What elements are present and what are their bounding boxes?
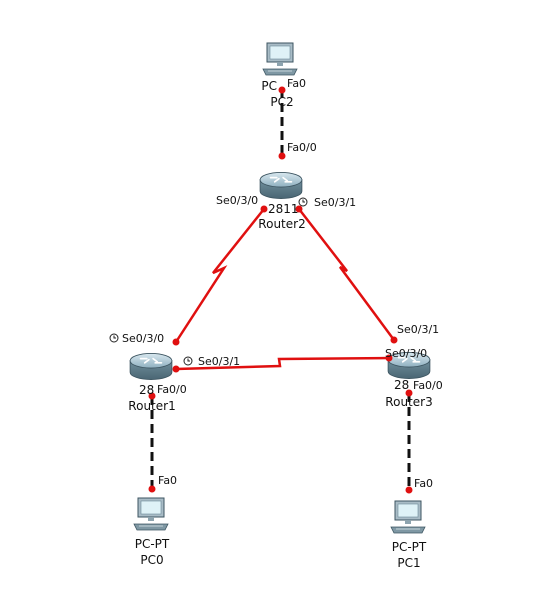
port-dot [278,86,286,94]
port-label: Se0/3/0 [385,347,427,360]
link-router2-router3[interactable] [298,208,396,341]
link-router2-router1[interactable] [174,208,265,343]
clock-icon [298,197,308,207]
port-label: Fa0 [287,77,306,90]
ethernet-links [150,89,411,490]
port-label: Fa0/0 [413,379,443,392]
device-router1[interactable] [129,352,173,381]
port-label: Se0/3/1 [397,323,439,336]
device-name-label: PC2 [270,95,293,109]
port-dot [405,389,413,397]
router-icon [129,352,173,381]
device-model-label: 28 [394,378,409,392]
serial-links [174,208,396,371]
port-dot [278,152,286,160]
device-model-label: PC [261,79,277,93]
port-dot [148,485,156,493]
device-model-label: 2811 [268,202,299,216]
port-label: Fa0/0 [287,141,317,154]
device-router2[interactable] [259,171,303,200]
port-dot [148,392,156,400]
device-name-label: Router2 [258,217,305,231]
port-dot [172,365,180,373]
device-name-label: Router1 [128,399,175,413]
clock-icons [109,197,308,366]
device-pc0[interactable] [133,497,169,531]
port-label: Se0/3/1 [314,196,356,209]
port-dot [385,354,393,362]
port-dot [260,205,268,213]
pc-icon [133,497,169,531]
port-dots [148,86,413,494]
port-labels: Fa0 Fa0/0 Se0/3/0 Se0/3/1 Se0/3/0 Se0/3/… [122,77,443,490]
pc-icon [390,500,426,534]
clock-icon [109,333,119,343]
router-icon [259,171,303,200]
port-label: Se0/3/1 [198,355,240,368]
device-labels: PC PC2 2811 Router2 28 Router1 28 Router… [128,79,432,570]
port-label: Fa0 [414,477,433,490]
port-dot [172,338,180,346]
clock-icon [183,356,193,366]
device-name-label: PC0 [140,553,163,567]
port-dot [390,336,398,344]
device-model-label: 28 [139,383,154,397]
port-dot [405,486,413,494]
port-label: Se0/3/0 [122,332,164,345]
device-model-label: PC-PT [135,537,170,551]
port-label: Se0/3/0 [216,194,258,207]
port-dot [295,205,303,213]
port-label: Fa0 [158,474,177,487]
device-pc1[interactable] [390,500,426,534]
device-name-label: PC1 [397,556,420,570]
pc-icon [262,42,298,76]
device-pc2[interactable] [262,42,298,76]
device-model-label: PC-PT [392,540,427,554]
device-name-label: Router3 [385,395,432,409]
port-label: Fa0/0 [157,383,187,396]
link-router1-router3[interactable] [175,356,390,371]
